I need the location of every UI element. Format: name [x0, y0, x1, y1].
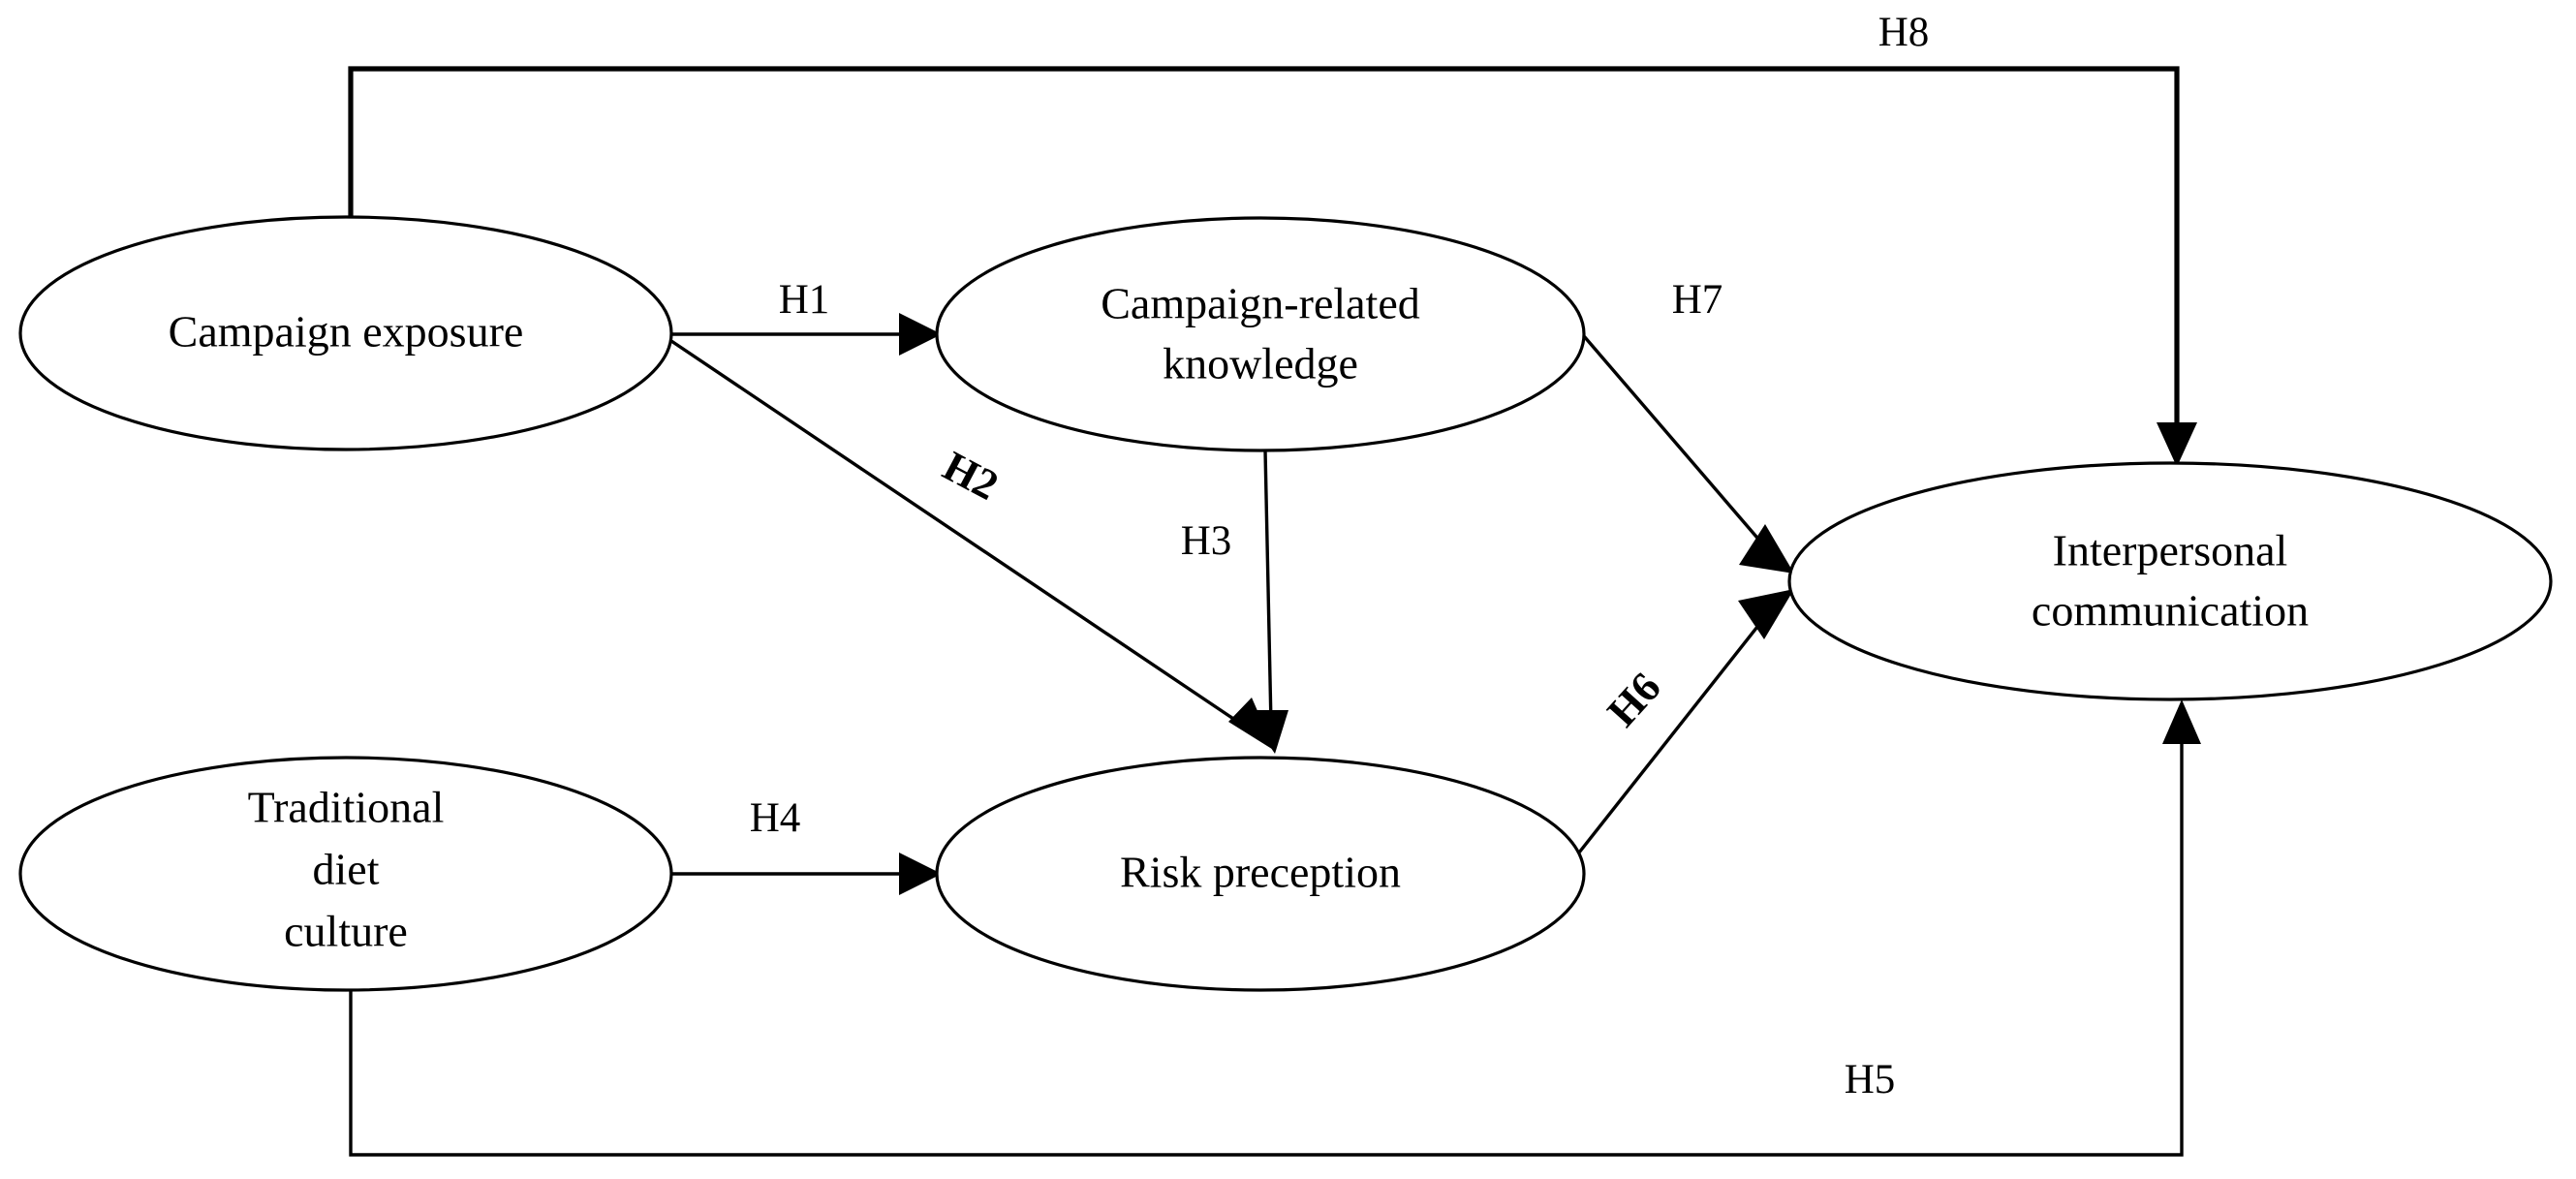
edge-h7[interactable] [1582, 334, 1794, 574]
node-risk-preception-shape [935, 756, 1586, 992]
edge-h4-arrowhead [899, 853, 942, 895]
node-traditional-diet-culture-label-line2: diet [313, 845, 380, 894]
edge-label-h6: H6 [1598, 664, 1670, 736]
edge-h8-path [348, 66, 2180, 451]
edge-h7-path [1582, 334, 1770, 552]
node-traditional-diet-culture-label-line1: Traditional [248, 783, 445, 832]
node-campaign-exposure[interactable]: Campaign exposure [18, 215, 673, 451]
edge-h8-arrowhead [2157, 422, 2197, 467]
node-interpersonal-communication-label-line1: Interpersonal [2053, 526, 2288, 575]
edge-h3[interactable] [1245, 450, 1288, 754]
edge-h4[interactable] [671, 853, 942, 895]
edge-h1[interactable] [671, 313, 942, 356]
edge-label-h2: H2 [936, 442, 1007, 510]
edge-h5-path [349, 725, 2184, 1157]
node-campaign-exposure-label: Campaign exposure [169, 307, 524, 357]
edge-h3-arrowhead [1245, 710, 1288, 754]
node-traditional-diet-culture[interactable]: Traditional diet culture [18, 756, 673, 992]
edge-label-h4: H4 [750, 795, 801, 841]
node-interpersonal-communication-label-line2: communication [2032, 586, 2309, 636]
node-campaign-exposure-shape [18, 215, 673, 451]
edge-h3-path [1263, 450, 1273, 726]
edge-h2[interactable] [670, 339, 1275, 751]
edge-label-h8: H8 [1878, 10, 1930, 55]
node-campaign-related-knowledge-shape [935, 216, 1586, 452]
edge-h2-path [670, 339, 1260, 738]
edge-h7-arrowhead [1739, 524, 1794, 574]
node-risk-preception[interactable]: Risk preception [935, 756, 1586, 992]
edge-label-h1: H1 [779, 277, 830, 323]
edge-h6[interactable] [1577, 589, 1794, 854]
edge-h5[interactable] [349, 699, 2201, 1157]
node-traditional-diet-culture-shape [18, 756, 673, 992]
edge-label-h7: H7 [1672, 277, 1723, 323]
edge-h8[interactable] [348, 66, 2197, 467]
node-risk-preception-label: Risk preception [1120, 848, 1401, 897]
edge-label-h3: H3 [1181, 518, 1232, 564]
edge-h6-arrowhead [1738, 589, 1794, 639]
node-campaign-related-knowledge-label-line2: knowledge [1163, 339, 1358, 388]
node-campaign-related-knowledge-label-line1: Campaign-related [1101, 279, 1420, 328]
edge-h2-arrowhead [1228, 698, 1275, 751]
edge-h1-arrowhead [899, 313, 942, 356]
edge-h6-path [1577, 611, 1770, 854]
node-interpersonal-communication-shape [1787, 461, 2553, 701]
edge-h5-arrowhead [2162, 699, 2201, 744]
node-campaign-related-knowledge[interactable]: Campaign-related knowledge [935, 216, 1586, 452]
node-interpersonal-communication[interactable]: Interpersonal communication [1787, 461, 2553, 701]
node-traditional-diet-culture-label-line3: culture [284, 907, 408, 956]
edge-label-h5: H5 [1845, 1057, 1896, 1102]
